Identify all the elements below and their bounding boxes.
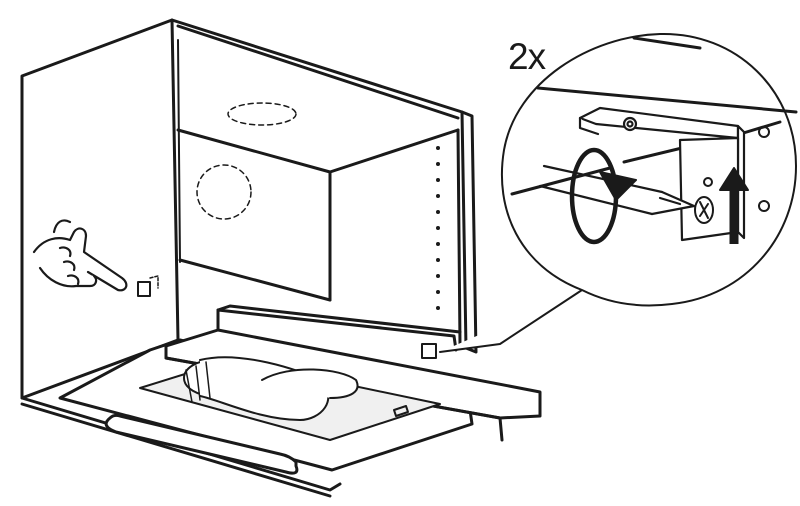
rotate-counterclockwise-arrow-icon xyxy=(569,147,637,245)
repeat-count-label: 2x xyxy=(508,36,546,77)
motor-housing xyxy=(183,356,359,421)
arrow-up-icon xyxy=(719,167,749,244)
top-cutout-mark xyxy=(227,102,297,126)
handle-slot xyxy=(104,413,299,475)
back-cutout-mark xyxy=(196,164,252,220)
callout-pointer xyxy=(439,289,583,353)
side-latch xyxy=(137,281,151,297)
screwdriver-icon xyxy=(538,164,696,216)
pointing-hand-icon xyxy=(32,219,128,292)
screw-head-icon xyxy=(694,196,714,224)
wall-cabinet xyxy=(20,18,478,498)
extractor-hood xyxy=(58,275,542,475)
shelf-pin-holes xyxy=(436,146,440,310)
detail-callout xyxy=(500,32,798,307)
